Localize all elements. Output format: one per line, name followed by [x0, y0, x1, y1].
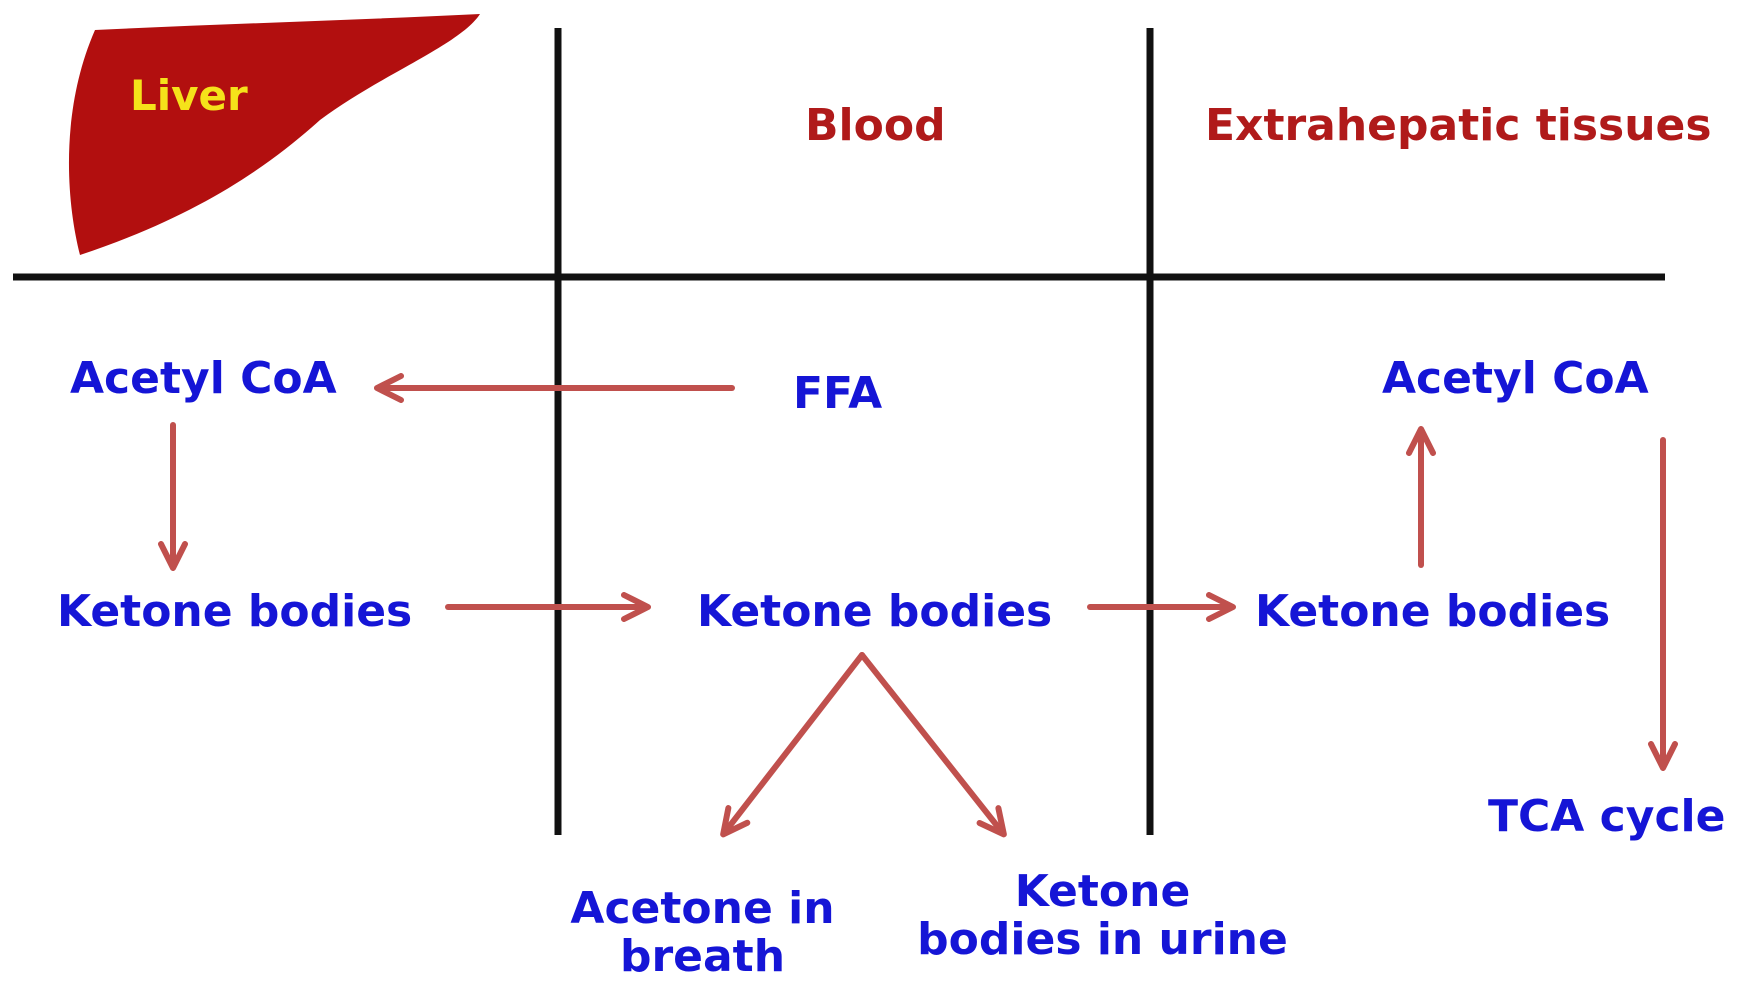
- urine-line-2: bodies in urine: [905, 916, 1300, 964]
- acetone-line-2: breath: [560, 933, 845, 981]
- liver-shape-icon: [69, 14, 480, 255]
- liver-ketone-bodies: Ketone bodies: [57, 588, 412, 636]
- ketone-bodies-in-urine: Ketone bodies in urine: [905, 868, 1300, 965]
- arrow-ketones-to-acetone: [725, 655, 862, 832]
- extrahepatic-header: Extrahepatic tissues: [1205, 102, 1712, 150]
- tca-cycle: TCA cycle: [1488, 793, 1725, 841]
- tissue-ketone-bodies: Ketone bodies: [1255, 588, 1610, 636]
- acetone-line-1: Acetone in: [560, 885, 845, 933]
- blood-header: Blood: [805, 102, 946, 150]
- blood-ketone-bodies: Ketone bodies: [697, 588, 1052, 636]
- liver-header: Liver: [130, 73, 248, 119]
- liver-acetyl-coa: Acetyl CoA: [70, 355, 337, 403]
- tissue-acetyl-coa: Acetyl CoA: [1382, 355, 1649, 403]
- urine-line-1: Ketone: [905, 868, 1300, 916]
- blood-ffa: FFA: [793, 370, 882, 418]
- arrow-ketones-to-urine: [862, 655, 1002, 832]
- acetone-in-breath: Acetone in breath: [560, 885, 845, 982]
